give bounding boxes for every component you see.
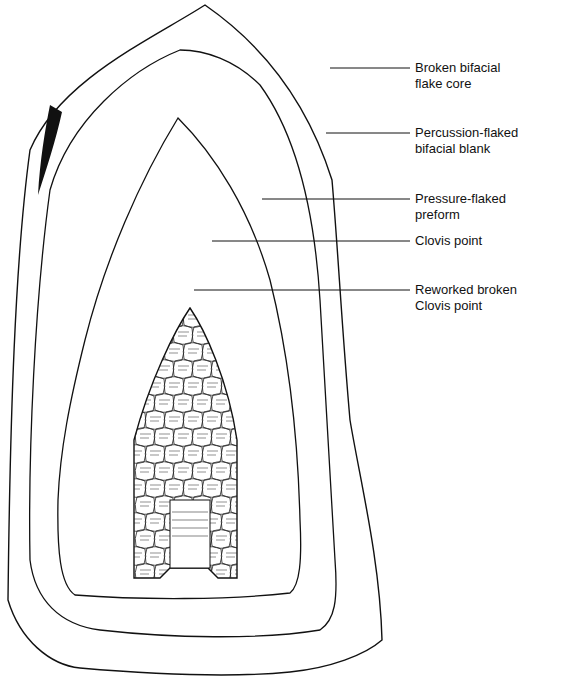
bifacial-blank-outline — [30, 50, 336, 637]
part-label: Reworked broken Clovis point — [415, 282, 527, 314]
flake-scars — [126, 309, 260, 583]
clovis-point-outline — [134, 308, 237, 578]
cortex-sliver — [38, 105, 62, 195]
part-label: Percussion-flaked bifacial blank — [415, 125, 527, 157]
part-label: Clovis point — [415, 233, 527, 249]
flute-scar — [170, 500, 210, 568]
leader-lines — [194, 68, 410, 290]
part-label: Pressure-flaked preform — [415, 191, 527, 223]
flake-core-outline — [8, 5, 382, 675]
part-label: Broken bifacial flake core — [415, 60, 527, 92]
preform-outline — [58, 118, 301, 599]
flute-ripples — [172, 512, 208, 536]
